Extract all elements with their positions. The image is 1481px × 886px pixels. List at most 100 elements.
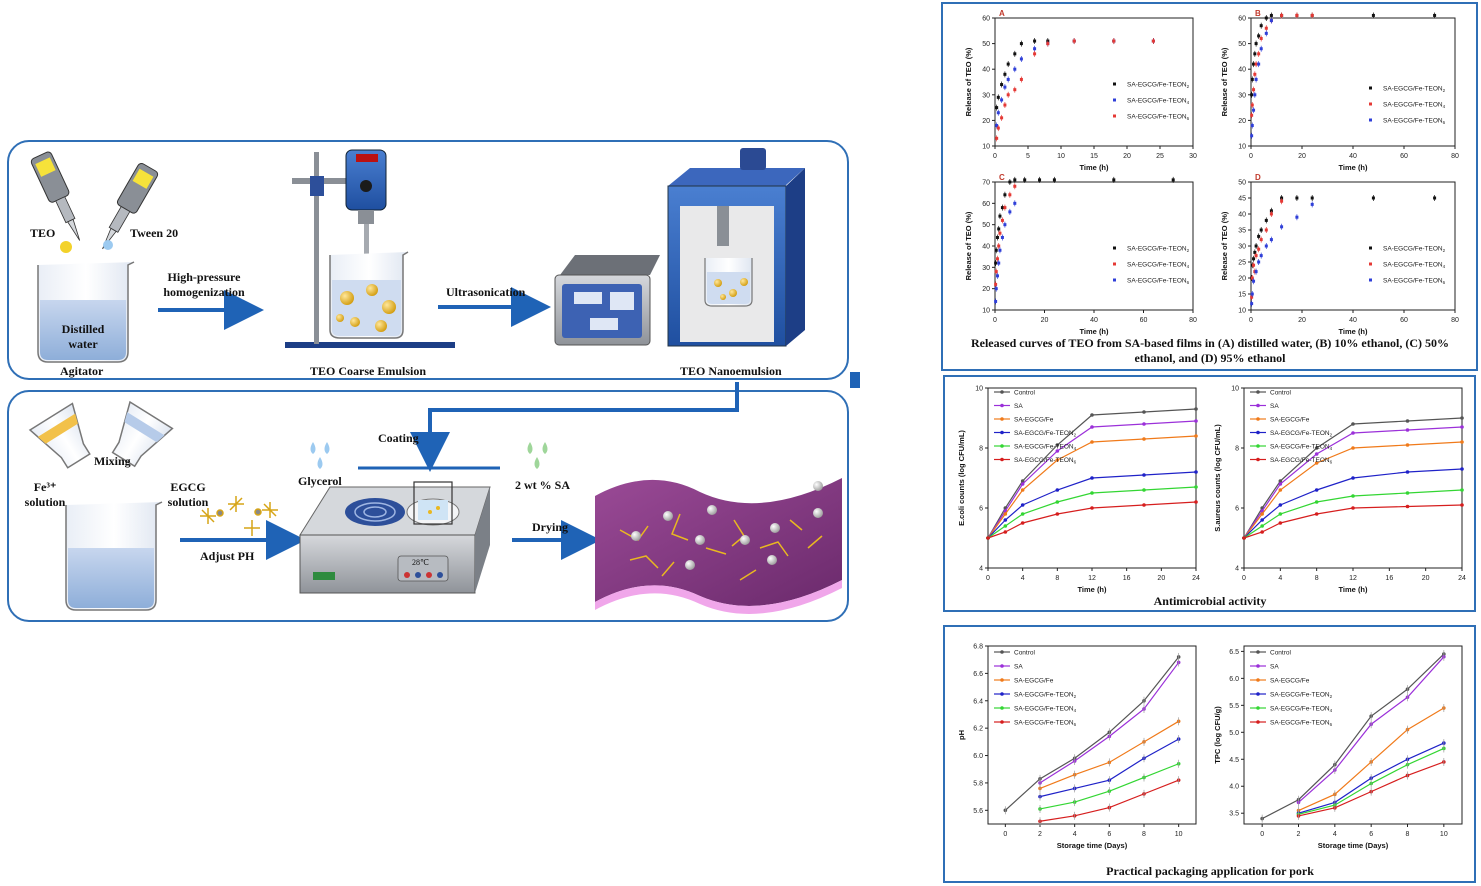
data-point xyxy=(1003,206,1007,210)
data-point xyxy=(1250,93,1254,97)
data-point xyxy=(1269,13,1273,17)
legend-label: SA-EGCG/Fe-TEON6 xyxy=(1270,720,1333,728)
data-point xyxy=(1254,77,1258,81)
y-tick-label: 10 xyxy=(975,386,983,393)
y-tick-label: 60 xyxy=(982,16,990,23)
x-axis-label: Storage time (Days) xyxy=(1318,841,1389,850)
data-point xyxy=(1254,62,1258,66)
data-point xyxy=(1000,206,1004,210)
x-tick-label: 2 xyxy=(1297,831,1301,838)
plot-frame xyxy=(1243,645,1463,825)
panel-label: D xyxy=(1255,173,1261,182)
y-axis-label: TPC (log CFU/g) xyxy=(1213,706,1222,764)
x-tick-label: 24 xyxy=(1192,575,1200,582)
x-tick-label: 80 xyxy=(1189,317,1197,324)
legend-marker xyxy=(1000,444,1004,448)
data-point xyxy=(1006,62,1010,66)
data-point xyxy=(1351,446,1355,450)
x-tick-label: 4 xyxy=(1333,831,1337,838)
data-point xyxy=(1171,178,1175,182)
legend-marker xyxy=(1000,692,1004,696)
pipette-teo-icon xyxy=(30,151,81,241)
legend-label: SA-EGCG/Fe-TEON4 xyxy=(1383,102,1446,110)
hotplate-display: 28℃ xyxy=(412,558,429,567)
data-point xyxy=(996,95,1000,99)
data-point xyxy=(1142,410,1146,414)
legend-marker xyxy=(1000,417,1004,421)
legend-subscript: 2 xyxy=(1187,248,1190,253)
label-egcg-solution: EGCG solution xyxy=(167,480,209,509)
data-point xyxy=(1405,443,1410,447)
legend-marker xyxy=(1369,262,1372,266)
data-point xyxy=(1019,42,1023,46)
data-point xyxy=(1278,512,1283,516)
y-tick-label: 50 xyxy=(982,41,990,48)
x-tick-label: 0 xyxy=(1242,575,1246,582)
legend-label: SA-EGCG/Fe-TEON6 xyxy=(1383,118,1446,126)
data-point xyxy=(1253,250,1257,254)
legend-subscript: 4 xyxy=(1330,708,1333,713)
data-point xyxy=(1013,52,1017,56)
data-point xyxy=(1460,440,1464,444)
data-point xyxy=(1090,440,1094,444)
legend-label: SA-EGCG/Fe-TEON2 xyxy=(1014,692,1077,700)
data-point xyxy=(995,235,999,239)
data-point xyxy=(1000,218,1004,222)
x-tick-label: 25 xyxy=(1156,153,1164,160)
series-line xyxy=(1243,504,1463,539)
x-tick-label: 8 xyxy=(1055,575,1059,582)
label-glycerol: Glycerol xyxy=(298,474,342,488)
data-point xyxy=(996,111,1000,115)
data-point xyxy=(1264,218,1268,222)
data-point xyxy=(1351,506,1355,510)
data-point xyxy=(997,244,1001,248)
legend-marker xyxy=(1113,82,1116,86)
legend-subscript: 6 xyxy=(1443,280,1446,285)
legend-subscript: 2 xyxy=(1330,433,1333,438)
y-tick-label: 30 xyxy=(982,265,990,272)
y-tick-label: 20 xyxy=(982,118,990,125)
data-point xyxy=(1142,488,1146,492)
data-point xyxy=(1013,184,1017,188)
data-point xyxy=(1194,485,1198,489)
y-tick-label: 25 xyxy=(1238,260,1246,267)
data-point xyxy=(1046,42,1050,46)
x-tick-label: 40 xyxy=(1090,317,1098,324)
legend-label: SA xyxy=(1270,664,1279,671)
data-point xyxy=(1008,210,1012,214)
x-tick-label: 8 xyxy=(1406,831,1410,838)
y-tick-label: 5.0 xyxy=(1229,730,1239,737)
data-point xyxy=(1405,419,1410,423)
x-tick-label: 0 xyxy=(993,153,997,160)
panel-label: A xyxy=(999,9,1005,18)
data-point xyxy=(1250,292,1254,296)
legend-label: Control xyxy=(1270,650,1292,657)
data-point xyxy=(1250,103,1254,107)
label-sa: 2 wt % SA xyxy=(515,478,571,492)
legend-label: SA-EGCG/Fe xyxy=(1270,417,1310,424)
legend-subscript: 4 xyxy=(1074,446,1077,451)
legend-marker xyxy=(1000,706,1004,710)
y-tick-label: 40 xyxy=(982,67,990,74)
sa-film-icon xyxy=(595,478,842,614)
packaging-panel xyxy=(943,625,1476,883)
legend-marker xyxy=(1113,278,1116,282)
legend-label: SA-EGCG/Fe-TEON6 xyxy=(1383,278,1446,286)
data-point xyxy=(1055,449,1060,453)
data-point xyxy=(1269,212,1273,216)
data-point xyxy=(1252,279,1256,283)
y-tick-label: 3.5 xyxy=(1229,811,1239,818)
data-point xyxy=(1008,180,1012,184)
data-point xyxy=(1254,42,1258,46)
legend-subscript: 6 xyxy=(1187,280,1190,285)
data-point xyxy=(1278,479,1283,483)
data-point xyxy=(1020,479,1025,483)
legend-subscript: 2 xyxy=(1443,88,1446,93)
label-agitator: Agitator xyxy=(60,364,104,378)
legend-label: SA-EGCG/Fe-TEON4 xyxy=(1127,98,1190,106)
legend-marker xyxy=(1369,278,1372,282)
data-point xyxy=(986,536,990,540)
y-axis-label: E.coli counts (log CFU/mL) xyxy=(957,430,966,526)
series-line xyxy=(987,471,1197,539)
